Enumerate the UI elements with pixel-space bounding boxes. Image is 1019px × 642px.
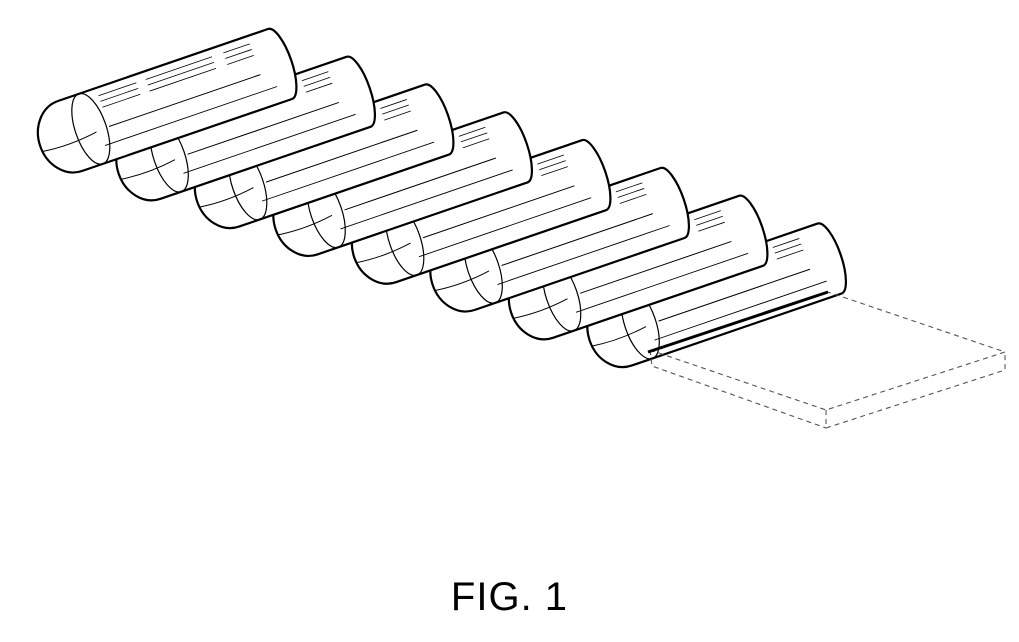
lower-seam: [340, 169, 513, 230]
cap-center-line: [591, 326, 647, 347]
shading-line: [422, 185, 575, 239]
lower-seam: [418, 197, 592, 258]
strap-front-face: [825, 352, 1006, 429]
shading-line: [658, 268, 811, 322]
cap-center-line: [355, 242, 411, 264]
shading-line: [501, 213, 654, 267]
pillow-segments: [36, 27, 847, 369]
shading-line: [579, 240, 732, 294]
cap-center-line: [512, 298, 568, 319]
segment-outline: [36, 27, 298, 174]
cap-seam: [71, 92, 111, 165]
strap-left-face: [649, 349, 827, 429]
pillow-segment: [36, 27, 298, 174]
lower-seam: [104, 86, 278, 146]
shading-line: [187, 101, 340, 155]
shading-line: [98, 43, 250, 97]
lower-seam: [575, 252, 749, 313]
dashed-strap-attachment: [647, 290, 1007, 429]
cap-center-line: [434, 270, 490, 292]
shading-line: [344, 157, 497, 211]
cap-center-line: [198, 187, 254, 208]
cap-center-line: [41, 131, 97, 153]
lower-seam: [261, 141, 435, 202]
shading-line: [100, 49, 252, 102]
strap-top-edge: [649, 291, 1007, 411]
lower-seam: [497, 225, 670, 285]
strap-seam: [647, 290, 829, 354]
shading-line: [102, 55, 254, 108]
figure-caption: FIG. 1: [450, 575, 569, 619]
shading-line: [265, 129, 418, 183]
pillow-segment: [115, 55, 376, 202]
shading-line: [108, 74, 261, 127]
lower-seam: [183, 113, 356, 174]
cap-center-line: [120, 159, 176, 180]
cap-center-line: [277, 214, 333, 236]
lower-seam: [654, 280, 827, 341]
